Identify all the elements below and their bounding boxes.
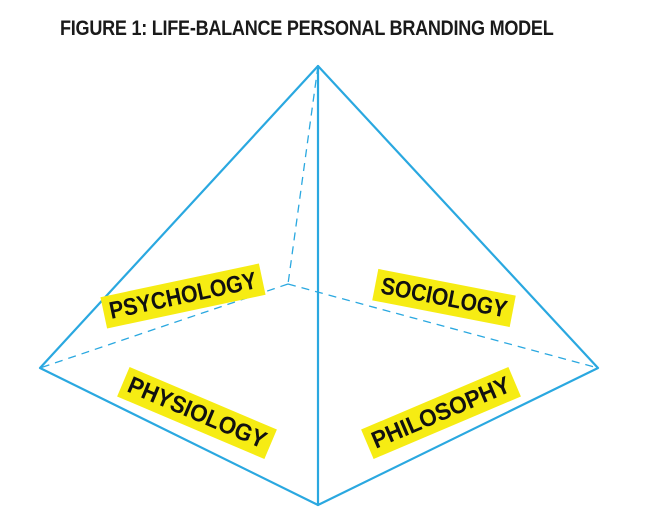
label-sociology-text: SOCIOLOGY [379,273,510,324]
visible-edges [38,64,600,507]
label-psychology: PSYCHOLOGY [100,263,266,329]
hidden-edge-back-right [287,283,599,369]
highlight-physiology [117,367,277,459]
highlight-sociology [372,268,516,328]
label-sociology: SOCIOLOGY [372,268,516,328]
label-psychology-text: PSYCHOLOGY [107,267,259,325]
hidden-edge-apex-back [287,65,319,285]
label-physiology-text: PHYSIOLOGY [124,372,271,455]
label-philosophy-text: PHILOSOPHY [368,372,515,455]
highlight-psychology [100,263,266,329]
highlight-philosophy [361,367,521,459]
figure-title: FIGURE 1: LIFE-BALANCE PERSONAL BRANDING… [60,17,554,40]
